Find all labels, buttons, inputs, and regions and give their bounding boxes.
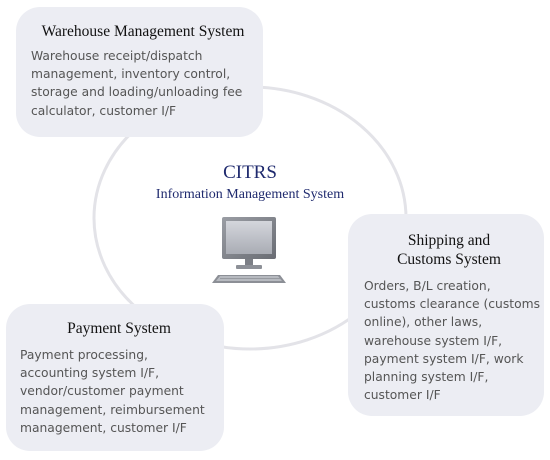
computer-icon <box>212 217 286 283</box>
description-line: online), other laws, <box>364 315 483 330</box>
warehouse-management-box: Warehouse Management System Warehouse re… <box>16 7 263 137</box>
description-line: management, inventory control, <box>31 67 231 82</box>
description-line: management, reimbursement <box>20 402 205 417</box>
description-line: planning system I/F, <box>364 370 489 385</box>
description-line: warehouse system I/F, <box>364 333 503 348</box>
description-line: storage and loading/unloading fee <box>31 85 243 100</box>
description-line: customs clearance (customs <box>364 297 540 312</box>
description-line: accounting system I/F, <box>20 366 160 381</box>
title-line: Customs System <box>397 251 501 268</box>
shipping-customs-title: Shipping and Customs System <box>364 231 534 269</box>
description-line: customer I/F <box>364 388 441 403</box>
shipping-customs-box: Shipping and Customs System Orders, B/L … <box>348 214 544 416</box>
description-line: calculator, customer I/F <box>31 103 177 118</box>
description-line: Warehouse receipt/dispatch <box>31 49 203 63</box>
payment-system-box: Payment System Payment processing, accou… <box>6 304 224 451</box>
payment-system-description: Payment processing, accounting system I/… <box>20 346 218 437</box>
payment-system-title: Payment System <box>67 320 171 337</box>
description-line: Orders, B/L creation, <box>364 279 491 293</box>
description-line: management, customer I/F <box>20 420 187 435</box>
center-title: CITRS <box>223 162 277 183</box>
warehouse-management-title: Warehouse Management System <box>41 23 245 40</box>
description-line: payment system I/F, work <box>364 351 524 366</box>
center-subtitle: Information Management System <box>155 187 345 202</box>
title-line: Shipping and <box>407 232 491 249</box>
warehouse-management-description: Warehouse receipt/dispatch management, i… <box>31 47 255 120</box>
description-line: vendor/customer payment <box>20 384 184 399</box>
shipping-customs-description: Orders, B/L creation, customs clearance … <box>364 277 540 404</box>
description-line: Payment processing, <box>20 348 148 362</box>
